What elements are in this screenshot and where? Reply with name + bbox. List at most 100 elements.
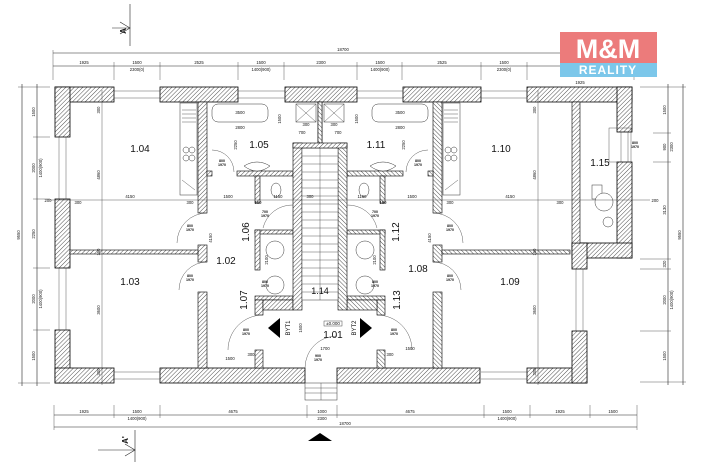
door-tag-text: 1970 [261, 284, 269, 288]
dim-interior: 300 [532, 368, 537, 376]
dim-interior: 4860 [96, 170, 101, 180]
dim-bath: 300 [331, 122, 339, 127]
dimensions-top: 18700 1925 1500 2525 1500 2300 1500 2525… [52, 47, 635, 85]
dim-interior: 1500 [223, 194, 233, 199]
door-tag-text: 900 [315, 354, 321, 358]
dim-interior: 300 [307, 194, 315, 199]
dim-bottom-sub: 1400(900) [127, 416, 147, 421]
windows [58, 90, 632, 380]
dimensions-left: 9550 1500 2000 1400(900) 2250 2000 1400(… [16, 84, 52, 386]
dim-top-sub: 2300(0) [130, 67, 145, 72]
room-1-12: 1.12 [391, 222, 402, 242]
dim-left: 1500 [31, 107, 36, 117]
dim-bath: 2800 [395, 125, 405, 130]
dim-bath: 1500 [277, 114, 282, 124]
dim-hall: 1500 [405, 346, 415, 351]
door-tag-text: 1970 [446, 278, 454, 282]
dim-bottom: 4675 [405, 409, 415, 414]
dim-left-pier: 200 [45, 198, 53, 203]
door-tag-text: 800 [243, 328, 249, 332]
dim-interior: 4860 [532, 170, 537, 180]
door-tag-text: 1970 [242, 332, 250, 336]
dim-right: 1500 [662, 351, 667, 361]
dim-hall: 1700 [320, 346, 330, 351]
dim-interior: 300 [187, 200, 195, 205]
dim-right-pier: 200 [652, 198, 660, 203]
dim-right: 2000 [662, 295, 667, 305]
logo-text-bottom: REALITY [579, 63, 637, 77]
room-1-11: 1.11 [367, 140, 386, 151]
dim-bath: 700 [299, 130, 307, 135]
dim-bottom: 4675 [228, 409, 238, 414]
dimensions-right: 1500 900 2300 3130 320 2000 1400(900) 15… [640, 84, 686, 385]
dimensions-bottom: 1925 1500 4675 1000 4675 1500 1925 1500 … [53, 405, 638, 430]
dim-interior: 300 [557, 200, 565, 205]
dim-hall: 2100 [372, 255, 377, 265]
dim-bath: 2250 [401, 140, 406, 150]
dim-bath: 2250 [233, 140, 238, 150]
door-tag-text: 1970 [414, 163, 422, 167]
dim-interior: 3600 [96, 305, 101, 315]
dim-hall: 4150 [427, 233, 432, 243]
door-tag-text: 800 [447, 224, 453, 228]
dim-hall: 300 [248, 352, 256, 357]
dim-top: 1925 [575, 80, 585, 85]
door-tag-text: 800 [391, 328, 397, 332]
door-tag-text: 800 [632, 141, 638, 145]
door-tag-text: 1970 [631, 145, 639, 149]
room-1-06: 1.06 [241, 222, 252, 242]
dim-bottom-sub: 1400(900) [497, 416, 517, 421]
dim-overall-bottom: 18700 [339, 421, 351, 426]
dim-bath: 2800 [235, 125, 245, 130]
dim-overall-left: 9550 [16, 230, 21, 240]
dim-bath: 3500 [395, 110, 405, 115]
dim-bottom: 1500 [608, 409, 618, 414]
dim-bottom: 1925 [79, 409, 89, 414]
dim-overall-right: 9550 [677, 230, 682, 240]
door-tag-text: 700 [262, 210, 268, 214]
room-1-10: 1.10 [491, 144, 511, 155]
room-1-01: 1.01 [323, 330, 343, 341]
room-1-07: 1.07 [239, 290, 250, 310]
room-1-04: 1.04 [130, 144, 150, 155]
dim-interior: 300 [96, 106, 101, 114]
door-tag-text: 1970 [371, 214, 379, 218]
door-tag-text: 800 [372, 280, 378, 284]
dim-bath: 700 [335, 130, 343, 135]
logo-text-top: M&M [576, 34, 640, 64]
dim-interior: 1500 [407, 194, 417, 199]
level-mark: ±0.000 [326, 321, 340, 326]
dim-left: 1500 [31, 351, 36, 361]
dim-left-sub: 1400(900) [38, 289, 43, 309]
dim-bath: 3500 [235, 110, 245, 115]
dim-interior: 4150 [505, 194, 515, 199]
dim-top: 1500 [132, 60, 142, 65]
mm-reality-logo: M&M REALITY [560, 32, 657, 77]
dim-interior: 300 [75, 200, 83, 205]
room-1-08: 1.08 [408, 264, 428, 275]
dim-interior: 4150 [125, 194, 135, 199]
door-tag-text: 800 [187, 274, 193, 278]
dim-bath: 300 [303, 122, 311, 127]
dim-top: 1925 [79, 60, 89, 65]
dim-interior: 300 [96, 368, 101, 376]
dim-left: 2250 [31, 229, 36, 239]
dim-bottom: 1000 [317, 409, 327, 414]
dim-right: 3130 [662, 205, 667, 215]
dim-interior: 1150 [357, 194, 367, 199]
dim-interior: 300 [447, 200, 455, 205]
dim-top: 2525 [437, 60, 447, 65]
dim-top-sub: 1400(900) [251, 67, 271, 72]
door-tag-text: 800 [415, 159, 421, 163]
